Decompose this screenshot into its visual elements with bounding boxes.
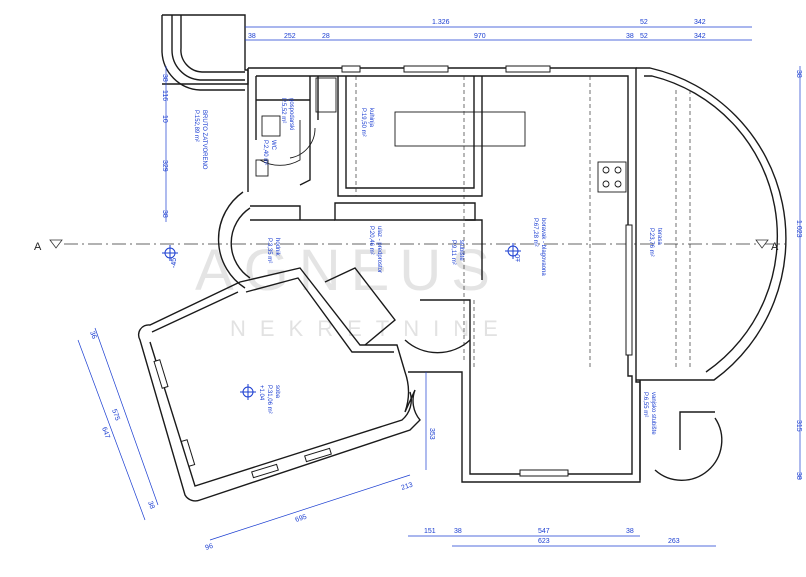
dim-top-1: 1.326 — [432, 19, 450, 26]
level-markers — [162, 243, 521, 400]
walls — [137, 14, 787, 502]
room-ulaz-name: ulaz - predprostor — [376, 226, 382, 273]
dim-diag-1: 575 — [110, 408, 121, 421]
room-stubiste-area: P.9,11 m² — [450, 240, 456, 265]
dim-bottom2-2: 263 — [668, 538, 680, 545]
room-hodnik-name: hodnik — [274, 238, 280, 257]
room-stubiste: stubište P.9,11 m² — [450, 240, 464, 265]
room-labels: BRUTO ZATVORENO P.152,89 m² gospodarski … — [193, 98, 662, 435]
dim-top2-7: 342 — [694, 33, 706, 40]
room-boravak-area: P.67,28 m² — [532, 218, 538, 247]
room-soba-area: P.31,06 m² — [266, 385, 272, 414]
room-kuhinja-name: kuhinja — [368, 108, 374, 128]
room-terasa: terasa P.23,76 m² — [648, 228, 662, 257]
section-label-left: A — [34, 241, 42, 253]
room-wc-area: P.2,40 m² — [262, 140, 268, 165]
room-vanjsko-area: P.6,55 m² — [642, 392, 648, 417]
dim-bottom1-4: 38 — [626, 528, 634, 535]
room-gospodarska: gospodarski P.5,52 m² — [280, 98, 294, 130]
dim-diag-6: 695 — [294, 514, 307, 524]
section-label-right: A — [771, 241, 779, 253]
room-vanjsko-name: vanjsko stubište — [650, 392, 656, 435]
dim-left-3: 10 — [161, 115, 168, 123]
room-soba-name: soba — [274, 385, 280, 399]
room-terasa-area: P.23,76 m² — [648, 228, 654, 257]
room-soba-level: +1.04 — [258, 385, 264, 401]
dim-diag-4: 38 — [146, 500, 155, 510]
level-a: -45 — [171, 258, 178, 268]
dim-bottom1-2: 38 — [454, 528, 462, 535]
dim-top2-6: 52 — [640, 33, 648, 40]
room-bruto: BRUTO ZATVORENO P.152,89 m² — [193, 110, 207, 170]
dim-diag-5: 96 — [204, 543, 214, 552]
dim-right-3: 315 — [795, 420, 802, 432]
room-kuhinja: kuhinja P.19,50 m² — [360, 108, 374, 137]
dim-left-2: 116 — [161, 90, 168, 101]
room-gospodarska-area: P.5,52 m² — [280, 98, 286, 123]
dimension-texts: 1.326 52 342 38 252 28 970 38 52 342 38 … — [88, 19, 802, 552]
dim-right-2: 1.023 — [795, 220, 802, 238]
dim-diag-7: 213 — [400, 482, 413, 492]
watermark: AGNEUS NEKRETNINE — [195, 238, 512, 341]
room-hodnik: hodnik P.3,35 m² — [266, 238, 280, 263]
dim-left-5: 38 — [161, 210, 168, 218]
stove — [597, 161, 627, 193]
room-bruto-area: P.152,89 m² — [193, 110, 199, 142]
room-soba: soba P.31,06 m² +1.04 — [258, 385, 280, 414]
dim-top2-3: 28 — [322, 33, 330, 40]
dashed-lines — [355, 76, 691, 370]
dim-left-1: 38 — [161, 74, 168, 82]
windows — [153, 65, 633, 479]
room-stubiste-name: stubište — [458, 240, 464, 261]
room-boravak-name: boravak - blagovaona — [540, 218, 546, 276]
dim-top2-5: 38 — [626, 33, 634, 40]
dim-top2-4: 970 — [474, 33, 486, 40]
dimension-lines — [77, 26, 801, 547]
level-b: ±0 — [515, 254, 522, 262]
section-line — [49, 239, 785, 249]
fixtures — [255, 77, 627, 193]
dim-top2-2: 252 — [284, 33, 296, 40]
room-vanjsko: vanjsko stubište P.6,55 m² — [642, 392, 656, 435]
dim-left-4: 329 — [161, 160, 168, 172]
room-wc: WC P.2,40 m² — [262, 140, 276, 165]
dim-bottom1-1: 151 — [424, 528, 436, 535]
room-kuhinja-area: P.19,50 m² — [360, 108, 366, 137]
room-terasa-name: terasa — [656, 228, 662, 245]
dim-right-1: 38 — [795, 70, 802, 78]
kitchen-island — [394, 111, 526, 147]
dim-top-2: 52 — [640, 19, 648, 26]
dim-bottom1-3: 547 — [538, 528, 550, 535]
dim-bottom2-1: 623 — [538, 538, 550, 545]
room-gospodarska-name: gospodarski — [288, 98, 294, 130]
room-ulaz: ulaz - predprostor P.20,46 m² — [368, 226, 382, 273]
dim-top2-1: 38 — [248, 33, 256, 40]
dim-top-3: 342 — [694, 19, 706, 26]
room-boravak: boravak - blagovaona P.67,28 m² — [532, 218, 546, 276]
room-bruto-name: BRUTO ZATVORENO — [201, 110, 207, 170]
room-wc-name: WC — [270, 140, 276, 151]
dim-diag-3: 36 — [88, 330, 97, 340]
dim-diag-8: 353 — [428, 428, 435, 440]
room-hodnik-area: P.3,35 m² — [266, 238, 272, 263]
dim-right-4: 38 — [795, 472, 802, 480]
dim-diag-2: 647 — [100, 426, 111, 439]
watermark-line1: AGNEUS — [195, 238, 500, 303]
room-ulaz-area: P.20,46 m² — [368, 226, 374, 255]
watermark-line2: NEKRETNINE — [230, 316, 512, 341]
